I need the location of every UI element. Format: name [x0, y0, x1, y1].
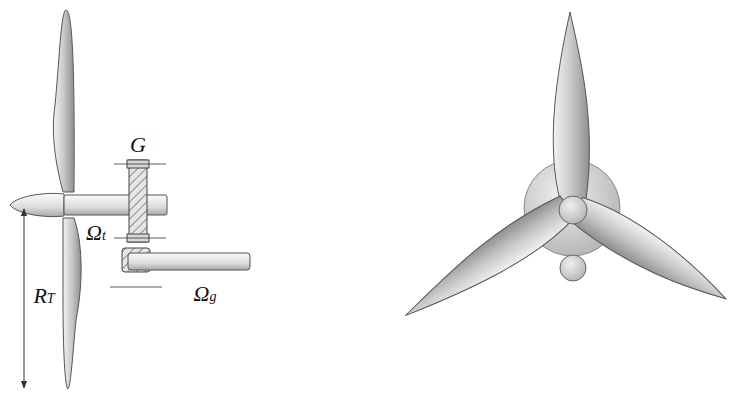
radius-dimension	[24, 209, 25, 388]
speed-label: Ωt	[86, 222, 106, 244]
dimension-label: RT	[33, 285, 54, 307]
front-rotor	[395, 12, 734, 330]
main-shaft	[64, 195, 167, 215]
gear-guide-lines	[110, 164, 166, 287]
generator-shaft	[128, 253, 250, 270]
hub-nose	[10, 193, 64, 216]
speed-label: Ωg	[194, 283, 217, 305]
gear-label: G	[130, 134, 146, 156]
